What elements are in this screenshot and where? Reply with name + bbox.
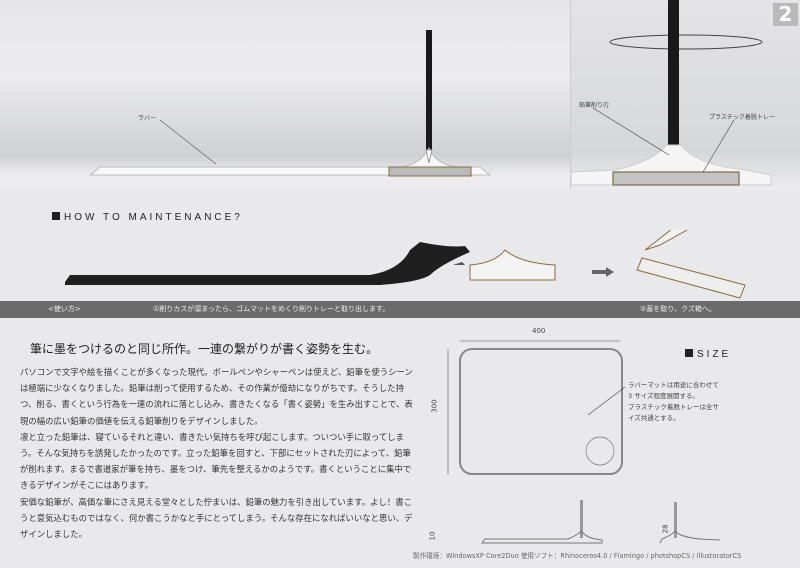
tray-label: プラスチック着脱トレー [709, 114, 775, 121]
sharpener-side-render [88, 30, 492, 177]
blade-label: 鉛筆削り刃 [579, 102, 610, 109]
dim-height-base: 28 [661, 524, 670, 534]
pencil [426, 30, 432, 160]
pencil [668, 0, 679, 150]
size-heading: SIZE [685, 349, 731, 360]
maintenance-heading: HOW TO MAINTENANCE? [52, 212, 243, 223]
rubber-label: ラバー [138, 115, 156, 122]
step-2: ②蓋を取り、クズ箱へ。 [640, 305, 716, 313]
arrow-icon [592, 267, 614, 277]
note-line: プラスチック着脱トレーは全サ [628, 403, 719, 411]
concept-body: パソコンで文字や絵を描くことが多くなった現代。ボールペンやシャーペンは使えど、鉛… [20, 364, 415, 542]
note-line: ラバーマットは用途に合わせて [628, 381, 719, 389]
rotation-detail: 鉛筆削り刃 プラスチック着脱トレー [570, 0, 800, 190]
usage-band: <使い方> ①削りカスが溜まったら、ゴムマットをめくり削りトレーと取り出します。… [0, 301, 800, 318]
rotation-arrow-icon [609, 34, 763, 50]
paragraph: パソコンで文字や絵を描くことが多くなった現代。ボールペンやシャーペンは使えど、鉛… [20, 367, 413, 426]
arrow-icon [453, 262, 465, 265]
size-drawing [447, 340, 720, 544]
concept-title: 筆に墨をつけるのと同じ所作。一連の繋がりが書く姿勢を生む。 [30, 342, 379, 356]
paragraph: 安価な鉛筆が、高価な筆にさえ見える堂々とした佇まいは、鉛筆の魅力を引き出していま… [20, 496, 413, 540]
dim-depth: 300 [430, 399, 439, 413]
dim-width: 400 [532, 327, 546, 335]
page-number: 2 [773, 3, 798, 26]
size-note: ラバーマットは用途に合わせて 3 サイズ程度展開する。 プラスチック着脱トレーは… [628, 380, 719, 424]
rubber-mat-peeled [65, 242, 470, 285]
note-line: イズ共通とする。 [628, 414, 680, 422]
production-footer: 製作環境：WindowsXP Core2Duo 使用ソフト：Rhinoceros… [413, 552, 742, 560]
dim-height-flat: 10 [428, 531, 437, 541]
paragraph: 凛と立った鉛筆は、寝ているそれと違い、書きたい気持ちを呼び起こします。ついつい手… [20, 431, 412, 491]
note-line: 3 サイズ程度展開する。 [628, 392, 700, 400]
rotation-detail-drawing [570, 0, 772, 186]
step-1: ①削りカスが溜まったら、ゴムマットをめくり削りトレーと取り出します。 [153, 305, 390, 313]
maintenance-steps-drawing [65, 230, 746, 299]
usage-label: <使い方> [48, 305, 81, 313]
